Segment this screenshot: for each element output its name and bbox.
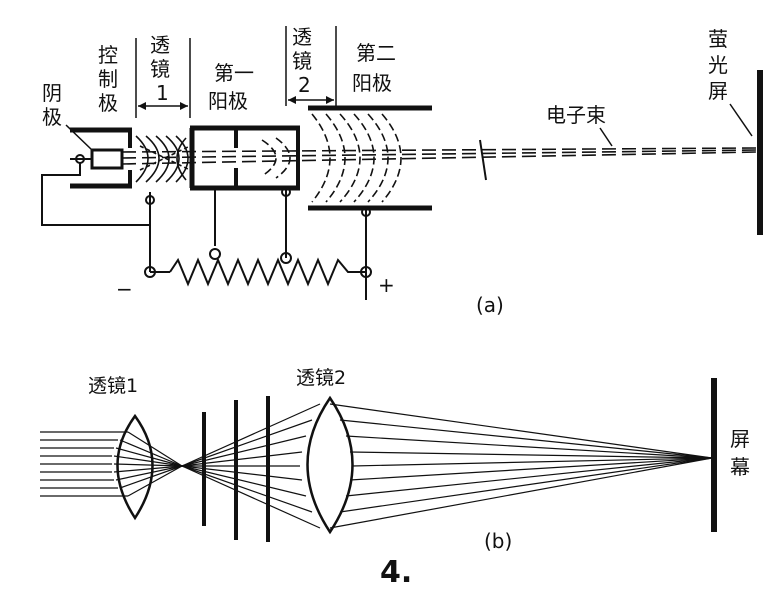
label-lens1-a-3: 1 (156, 81, 169, 105)
label-electron-beam: 电子束 (546, 103, 613, 147)
label-cathode-1: 阴 (42, 81, 62, 105)
figure-number: 4. (380, 555, 412, 590)
label-screen-b-2: 幕 (730, 455, 750, 479)
label-control-grid-2: 制 (98, 67, 118, 91)
lens2-b (306, 395, 354, 535)
label-lens1-b: 透镜1 (88, 375, 138, 397)
label-lens1-a: 透 镜 1 (135, 33, 191, 118)
label-cathode-2: 极 (42, 105, 62, 129)
label-second-anode: 第二 阳极 (352, 41, 396, 95)
diagram-a: 阴 极 控 制 极 透 镜 1 第一 阳极 透 镜 2 (41, 25, 763, 317)
electron-beam (121, 139, 757, 181)
label-lens2-a-1: 透 (292, 25, 312, 49)
lens2-field-lines (261, 113, 402, 203)
incoming-rays (40, 431, 128, 497)
label-screen-a-3: 屏 (708, 79, 728, 103)
label-screen-a-2: 光 (708, 53, 728, 77)
cathode (70, 148, 124, 170)
focusing-rays (329, 403, 713, 529)
second-anode (308, 105, 432, 211)
label-first-anode-2: 阳极 (208, 89, 248, 113)
caption-a: (a) (476, 293, 504, 317)
label-control-grid: 控 制 极 (98, 43, 118, 115)
label-control-grid-1: 控 (98, 43, 118, 67)
aperture-plates (202, 396, 270, 542)
first-anode (189, 125, 300, 191)
converging-rays (113, 431, 183, 497)
label-lens2-b: 透镜2 (296, 367, 346, 389)
label-lens2-a-3: 2 (298, 73, 311, 97)
control-grid (70, 127, 132, 189)
label-fluorescent-screen: 萤 光 屏 (708, 27, 753, 137)
label-plus: + (378, 273, 395, 297)
label-lens1-a-2: 镜 (150, 57, 170, 81)
label-lens2-a-2: 镜 (292, 49, 312, 73)
label-first-anode-1: 第一 (214, 61, 254, 85)
lens1-field-lines (135, 135, 191, 183)
circuit (41, 163, 372, 300)
label-cathode: 阴 极 (42, 81, 93, 151)
label-lens2-a: 透 镜 2 (285, 25, 337, 106)
lens1-b (116, 413, 154, 521)
label-control-grid-3: 极 (98, 91, 118, 115)
label-first-anode: 第一 阳极 (208, 61, 254, 113)
label-second-anode-2: 阳极 (352, 71, 392, 95)
label-screen-a-1: 萤 (708, 27, 728, 51)
label-electron-beam-text: 电子束 (546, 103, 606, 127)
label-minus: − (116, 277, 133, 301)
label-lens1-a-1: 透 (150, 33, 170, 57)
label-second-anode-1: 第二 (356, 41, 396, 65)
diagram-b: 透镜1 透镜2 屏 幕 (b) (40, 367, 750, 553)
label-screen-b-1: 屏 (730, 427, 750, 451)
resistor (169, 257, 366, 287)
caption-b: (b) (484, 529, 512, 553)
